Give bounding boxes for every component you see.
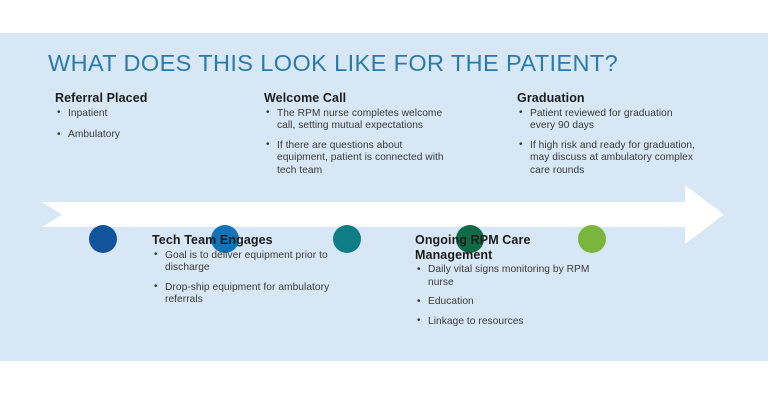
timeline-node-graduation — [578, 225, 606, 253]
stage-ongoing-rpm-care-management: Ongoing RPM Care Management Daily vital … — [415, 233, 590, 335]
page-title: WHAT DOES THIS LOOK LIKE FOR THE PATIENT… — [48, 50, 619, 76]
timeline-node-tech — [333, 225, 361, 253]
stage-tech-team-engages: Tech Team Engages Goal is to deliver equ… — [152, 233, 332, 314]
stage-welcome-call: Welcome Call The RPM nurse completes wel… — [264, 91, 444, 184]
list-item: Inpatient — [55, 107, 205, 121]
list-item: Ambulatory — [55, 129, 205, 142]
list-item: Daily vital signs monitoring by RPM nurs… — [415, 263, 590, 289]
list-item: Patient reviewed for graduation every 90… — [517, 107, 697, 133]
stage-heading-welcome: Welcome Call — [264, 91, 347, 105]
list-item: Drop-ship equipment for ambulatory refer… — [152, 281, 332, 307]
stage-graduation: Graduation Patient reviewed for graduati… — [517, 91, 697, 184]
list-item: Linkage to resources — [415, 315, 590, 329]
list-item: Goal is to deliver equipment prior to di… — [152, 249, 332, 275]
stage-bullets-welcome: The RPM nurse completes welcome call, se… — [264, 107, 444, 178]
stage-heading-referral: Referral Placed — [55, 91, 148, 105]
list-item: Education — [415, 296, 590, 309]
stage-heading-tech: Tech Team Engages — [152, 233, 273, 247]
slide-canvas: WHAT DOES THIS LOOK LIKE FOR THE PATIENT… — [0, 33, 768, 361]
stage-heading-ongoing: Ongoing RPM Care Management — [415, 233, 531, 262]
stage-bullets-graduation: Patient reviewed for graduation every 90… — [517, 107, 697, 178]
list-item: The RPM nurse completes welcome call, se… — [264, 107, 444, 133]
stage-referral-placed: Referral Placed Inpatient Ambulatory — [55, 91, 205, 151]
timeline-node-ongoing — [456, 225, 484, 253]
list-item: If there are questions about equipment, … — [264, 139, 444, 178]
list-item: If high risk and ready for graduation, m… — [517, 139, 697, 178]
stage-bullets-ongoing: Daily vital signs monitoring by RPM nurs… — [415, 263, 590, 329]
timeline-node-referral — [89, 225, 117, 253]
stage-bullets-tech: Goal is to deliver equipment prior to di… — [152, 249, 332, 307]
timeline-arrow — [42, 185, 724, 243]
timeline-node-welcome — [211, 225, 239, 253]
stage-bullets-referral: Inpatient Ambulatory — [55, 107, 205, 142]
stage-heading-graduation: Graduation — [517, 91, 585, 105]
